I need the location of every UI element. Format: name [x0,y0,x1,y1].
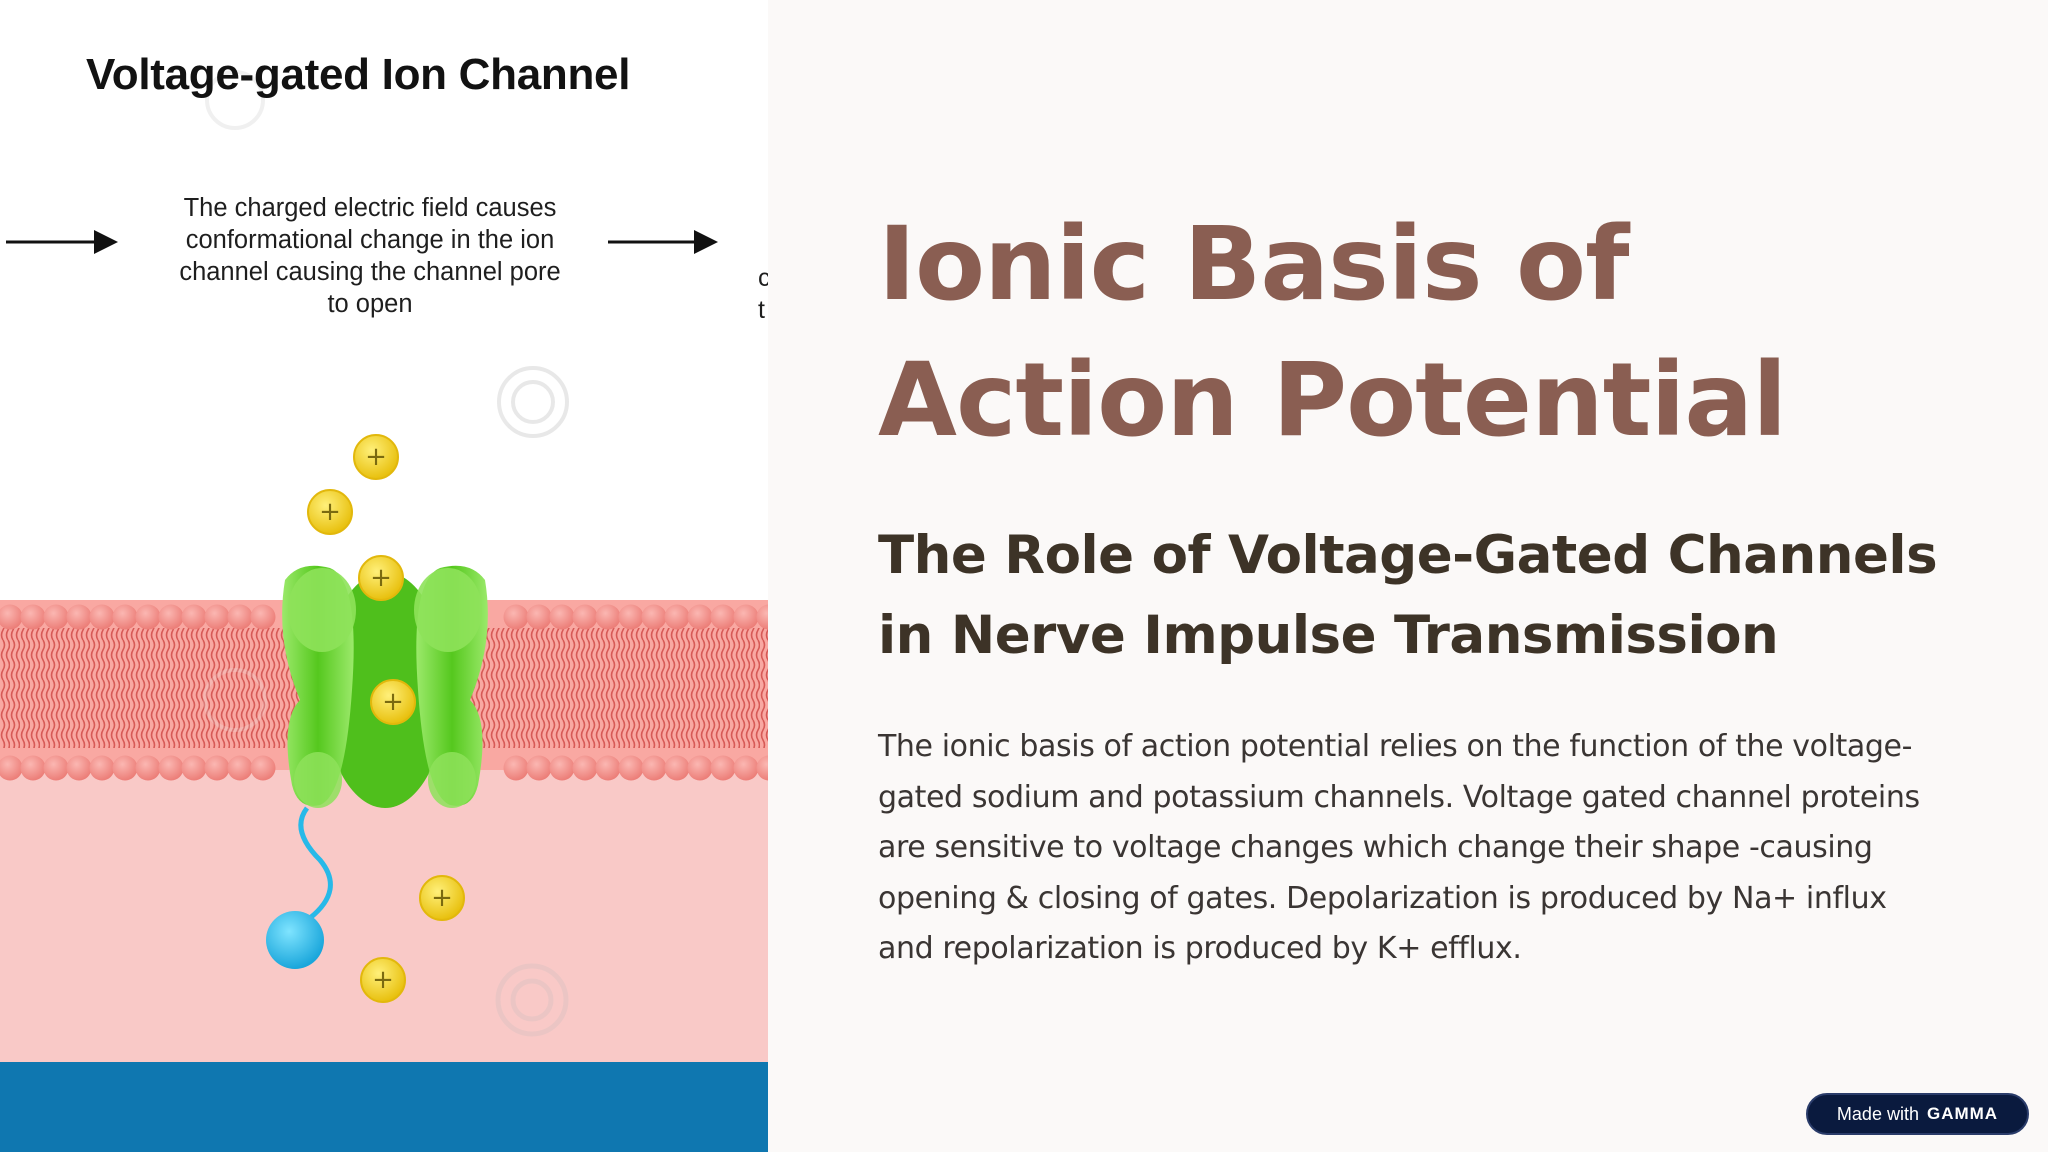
lipid-head [710,604,736,630]
made-with-gamma-badge[interactable]: Made with GAMMA [1806,1093,2029,1135]
lipid-head [181,604,207,630]
lipid-head [43,755,69,781]
ions-group: + + + + + + [307,434,465,1003]
slide-subtitle: The Role of Voltage-Gated Channels in Ne… [878,525,1938,666]
lipid-head [526,755,552,781]
lipid-head [20,604,46,630]
illustration-title: Voltage-gated Ion Channel [86,50,631,99]
lipid-head [158,755,184,781]
lipid-head [135,755,161,781]
ion-channel-protein [282,565,488,808]
lipid-head [250,755,276,781]
lipid-head [0,755,23,781]
lipid-head [526,604,552,630]
lipid-head [733,755,759,781]
lipid-head [595,604,621,630]
slide-title: Ionic Basis of Action Potential [878,205,1787,460]
lipid-head [503,604,529,630]
lipid-head [135,604,161,630]
svg-text:+: + [382,687,404,717]
lipid-head [89,604,115,630]
lipid-head [20,755,46,781]
lipid-head [0,604,23,630]
lipid-head [227,604,253,630]
cation-ion: + [360,957,406,1003]
svg-text:+: + [319,497,341,527]
svg-text:+: + [370,563,392,593]
lipid-head [66,755,92,781]
lipid-head [181,755,207,781]
arrow-left [6,230,118,254]
watermark-swirls [203,70,569,1037]
svg-text:+: + [365,442,387,472]
lipid-head [158,604,184,630]
lipid-head [89,755,115,781]
cation-ion: + [353,434,399,480]
lipid-head [641,604,667,630]
lipid-head [549,604,575,630]
lipid-head [687,604,713,630]
lipid-head [618,604,644,630]
svg-text:+: + [431,883,453,913]
gate-tether [298,806,333,920]
lipid-head [756,604,768,630]
svg-text:+: + [372,965,394,995]
arrow-right [608,230,718,254]
lipid-head [112,755,138,781]
cation-ion: + [358,555,404,601]
lipid-head [503,755,529,781]
lipid-head [572,604,598,630]
cation-ion: + [419,875,465,921]
lipid-heads-bottom [0,755,768,781]
lipid-head [618,755,644,781]
lipid-head [250,604,276,630]
lipid-head [227,755,253,781]
lipid-head [664,604,690,630]
cation-ion: + [307,489,353,535]
lipid-head [204,755,230,781]
lipid-head [641,755,667,781]
badge-prefix: Made with [1836,1103,1919,1124]
illustration-caption: The charged electric field causes confor… [179,194,561,318]
ion-channel-illustration: + + + + + + Voltage-gated Ion Channel The cha… [0,0,768,1152]
illustration-canvas: + + + + + + [0,70,768,1152]
lipid-head [572,755,598,781]
lipid-head [112,604,138,630]
slide-body-text: The ionic basis of action potential reli… [878,729,1920,966]
gamma-logo: GAMMA [1926,1104,1999,1123]
lipid-head [687,755,713,781]
lipid-head [595,755,621,781]
lipid-head [756,755,768,781]
lipid-head [664,755,690,781]
lipid-head [710,755,736,781]
inactivation-gate [266,911,324,969]
lipid-heads-top [0,604,768,630]
bottom-bar [0,1062,768,1152]
cation-ion: + [370,679,416,725]
lipid-head [733,604,759,630]
lipid-head [43,604,69,630]
lipid-head [66,604,92,630]
lipid-head [204,604,230,630]
lipid-head [549,755,575,781]
